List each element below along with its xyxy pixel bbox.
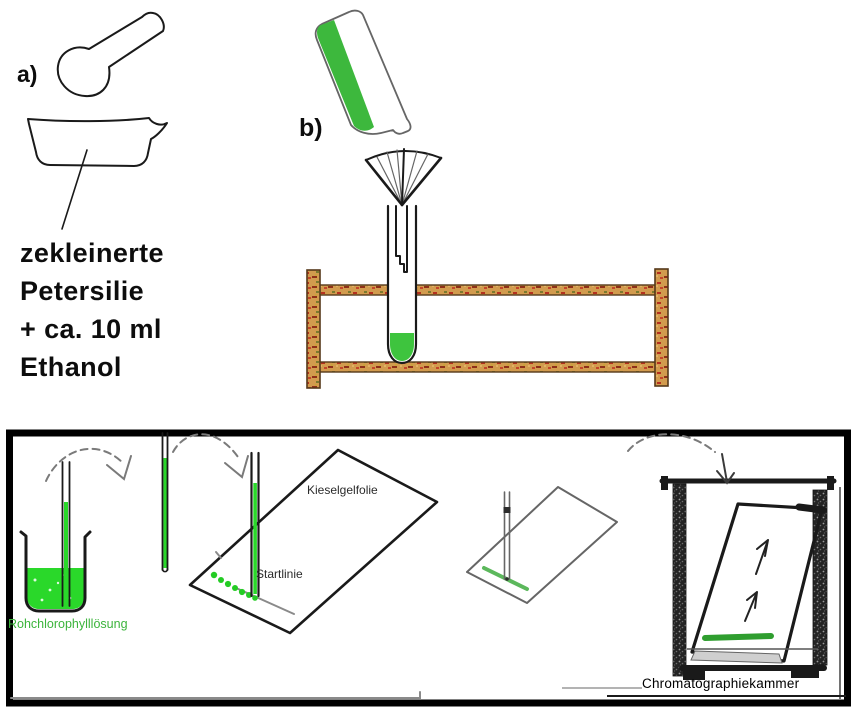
leader-line (61, 149, 88, 230)
pestle-icon (56, 11, 165, 98)
tlc-plate (188, 448, 439, 635)
capillary-tube-3 (250, 451, 260, 598)
chromatography-chamber (659, 476, 841, 699)
transfer-arrow-1 (45, 447, 132, 482)
chamber-sample-line (702, 633, 774, 641)
start-line (235, 587, 295, 615)
step-b-label: b) (299, 114, 323, 142)
test-tube-rack (306, 268, 669, 389)
chamber-left-wall (672, 483, 687, 677)
plate-label: Kieselgelfolie (307, 483, 378, 497)
sample-spots (210, 571, 258, 601)
capillary-tube-2 (161, 432, 169, 573)
startline-label: Startlinie (256, 567, 303, 581)
evaporating-dish-icon (27, 117, 168, 230)
chamber-plate (690, 502, 824, 663)
tilted-dish-icon (314, 9, 412, 135)
green-residue-stripe (317, 20, 374, 131)
solution-label: Rohchlorophylllösung (8, 617, 128, 631)
chamber-label: Chromatographiekammer (642, 676, 800, 691)
baseline-lines (10, 687, 846, 699)
panel-frame (6, 429, 851, 707)
spotting-capillary (503, 491, 511, 581)
beaker-liquid (27, 568, 84, 609)
step-a-label: a) (17, 61, 38, 87)
funnel-icon (364, 148, 443, 273)
solvent-bath (690, 650, 783, 664)
test-tube-icon (386, 204, 418, 365)
test-tube-liquid (390, 333, 414, 361)
capillary-tube-1 (61, 461, 71, 607)
transfer-arrow-2 (172, 433, 249, 479)
spotted-plate (466, 486, 618, 604)
solvent-front-arrows (744, 539, 769, 622)
transfer-arrow-3 (627, 433, 735, 485)
mortar-note-text: zekleinerte Petersilie + ca. 10 ml Ethan… (20, 238, 164, 382)
